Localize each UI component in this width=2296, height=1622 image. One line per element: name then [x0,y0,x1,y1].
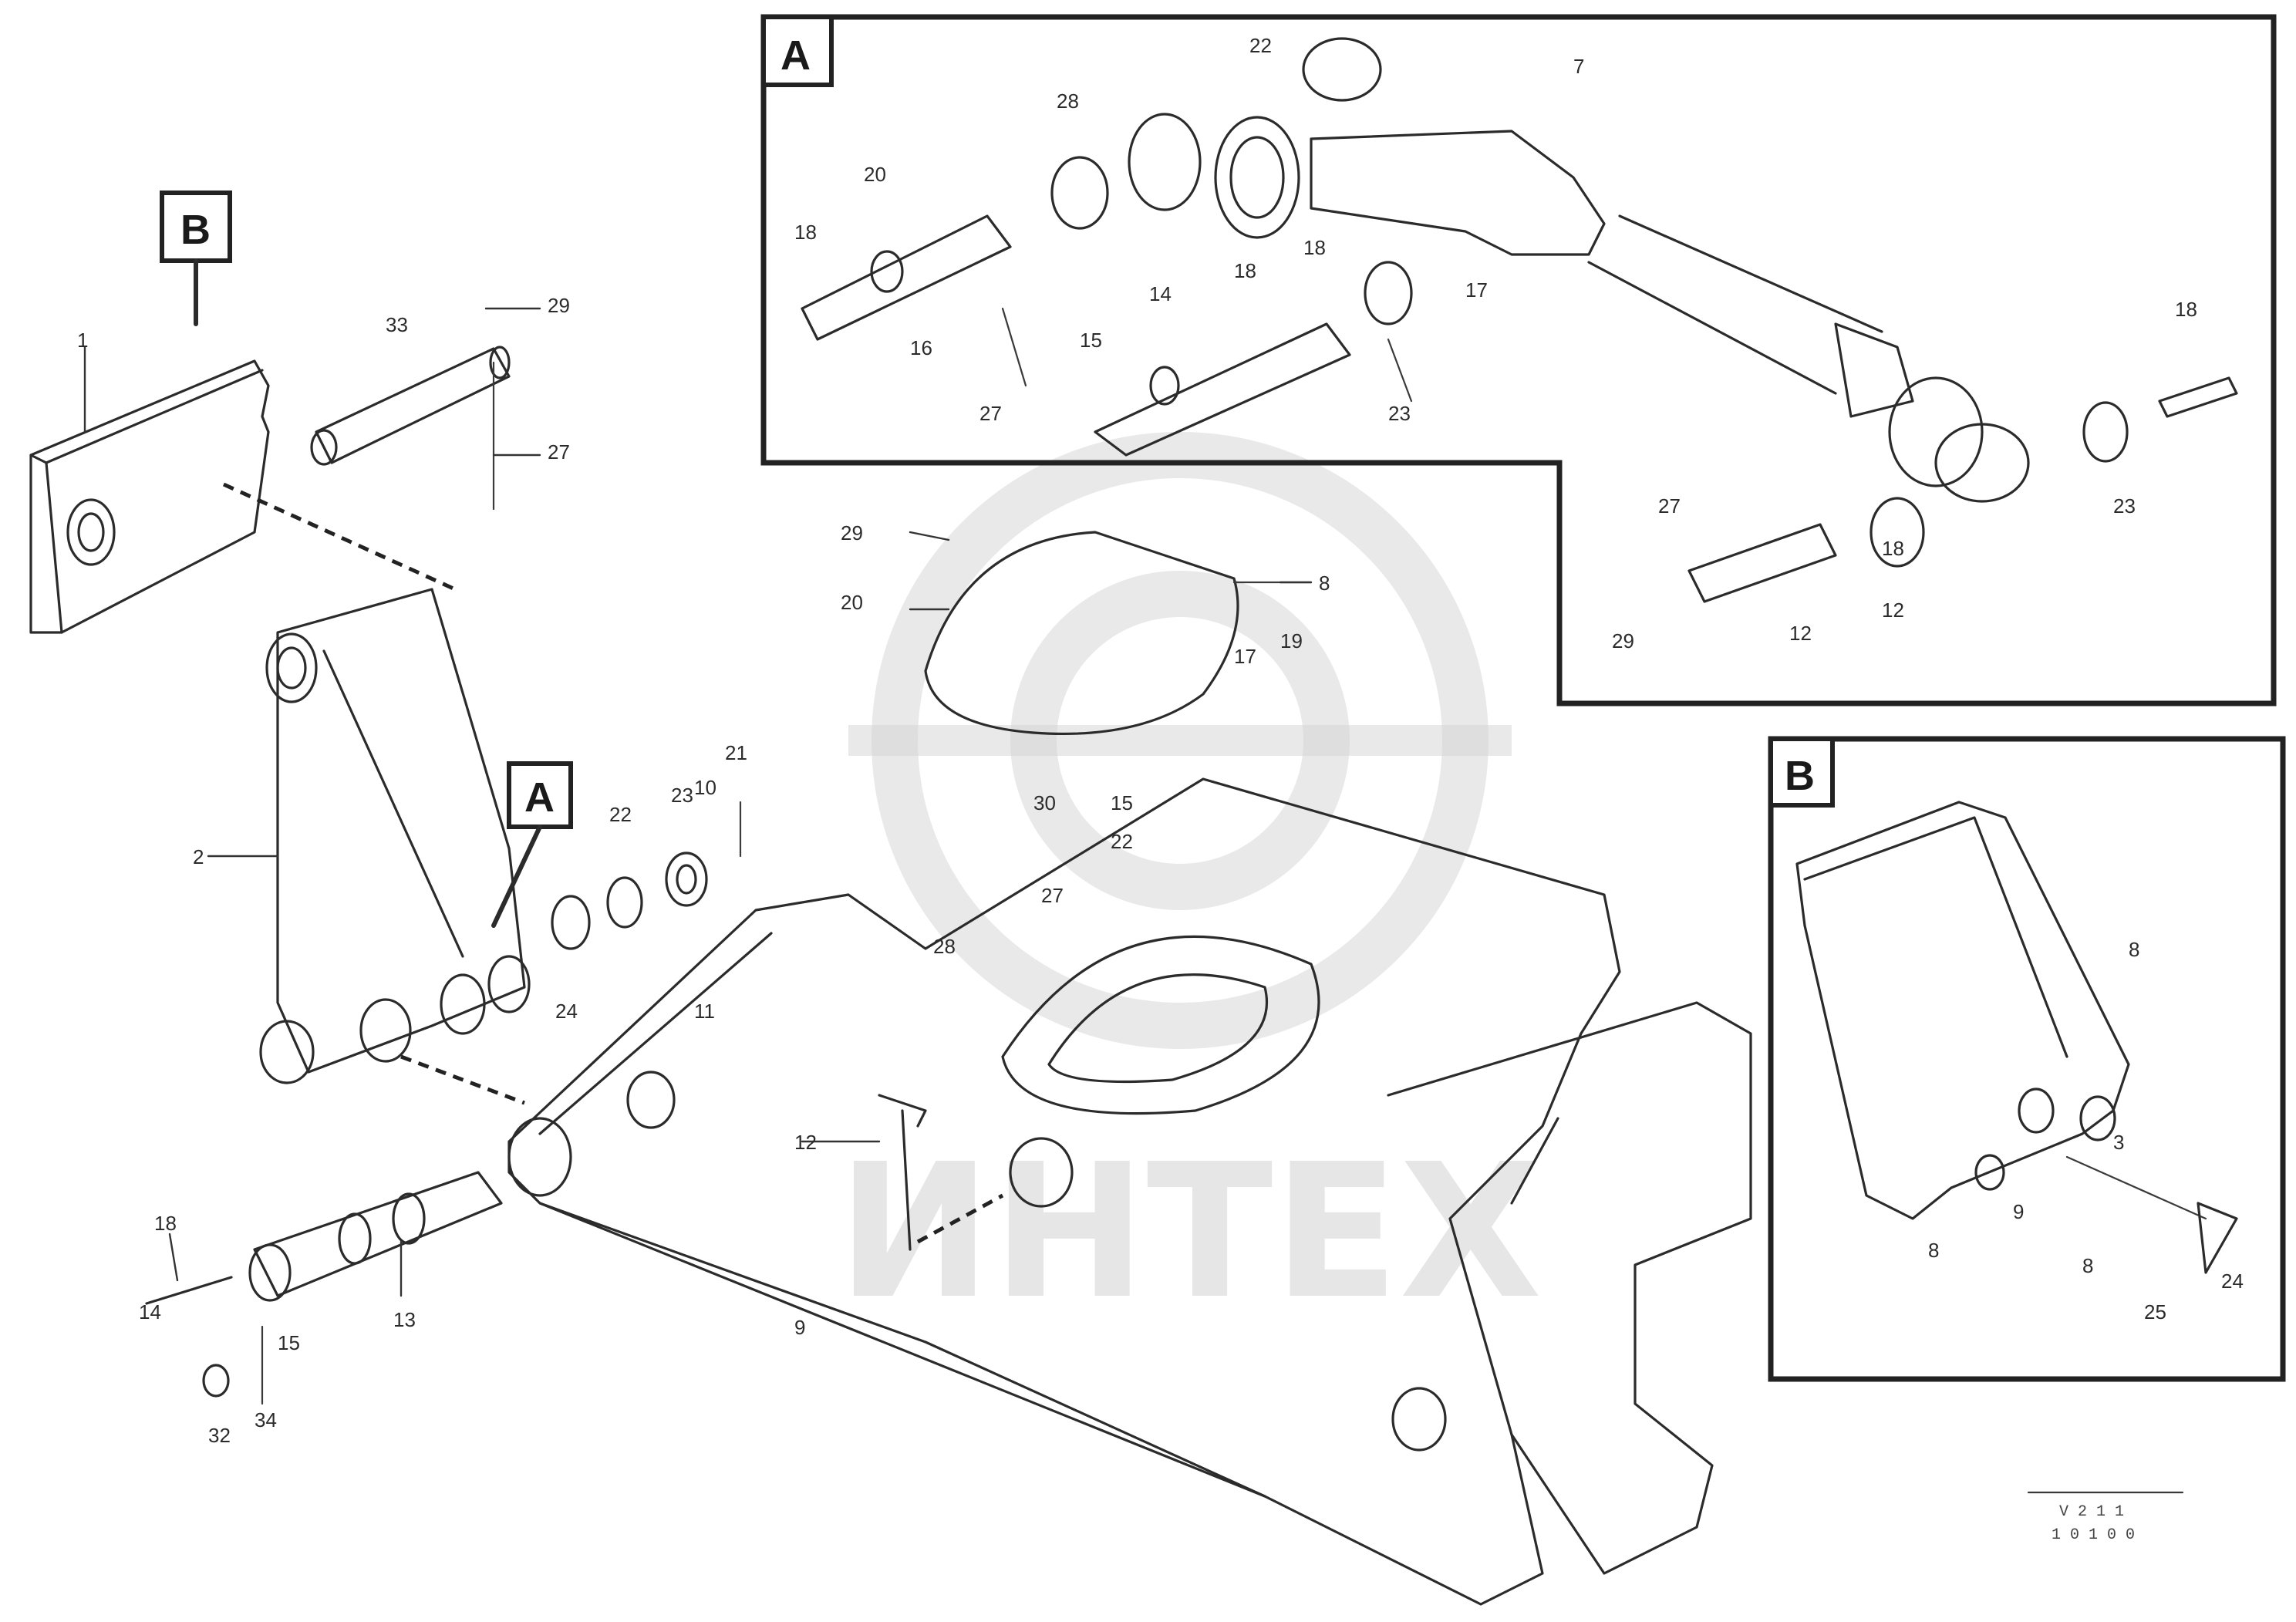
label-a-9: 15 [1080,329,1102,352]
watermark: ИНТЕХ [837,432,1542,1340]
label-a-12: 7 [1573,55,1584,78]
label-main-15: 22 [1111,830,1133,853]
label-a-13: 18 [2175,298,2197,321]
label-b-0: 8 [2129,938,2139,961]
label-b-3: 9 [2013,1200,2024,1223]
label-main-6: 20 [841,591,863,614]
label-b-4: 8 [2082,1254,2093,1277]
reference-code: V 2 1 1 1 0 1 0 0 [2027,1491,2184,1544]
label-a-19: 18 [1882,537,1904,560]
label-main-10: 22 [609,803,632,826]
label-a-7: 18 [1303,236,1326,259]
detail-box-a: A [760,14,2277,706]
label-main-1: 29 [548,294,570,317]
label-main-18: 28 [933,935,956,958]
label-a-14: 23 [2113,494,2136,518]
label-b-1: 3 [2113,1131,2124,1154]
alignment-line-2 [400,1054,525,1105]
detail-a-cylinder [1128,37,2238,568]
label-main-8: 19 [1280,629,1303,653]
detail-box-a-letter: A [781,32,811,79]
label-a-10: 17 [1465,278,1488,302]
washer-set [551,801,742,950]
label-main-28: 12 [794,1131,817,1154]
label-main-2: 27 [548,440,570,464]
label-a-6: 18 [1234,259,1256,282]
label-main-22: 14 [139,1300,161,1324]
label-a-18: 12 [1882,599,1904,622]
main-frame [507,777,1752,1606]
label-a-2: 20 [864,163,886,186]
label-a-15: 27 [1658,494,1681,518]
label-main-17: 15 [1111,791,1133,814]
pin-lower-left [145,1171,503,1405]
reference-line-2: 1 0 1 0 0 [2052,1526,2135,1544]
callout-a: A [491,761,573,928]
lift-link [259,588,531,1084]
label-main-20: 9 [794,1316,805,1339]
detail-b-bracket [1795,801,2238,1274]
alignment-line-1 [222,482,457,592]
bracket-part [29,359,270,634]
label-a-4: 16 [910,336,932,359]
label-a-1: 28 [1057,89,1079,113]
label-main-14: 30 [1033,791,1056,814]
label-main-9: 21 [725,741,747,764]
label-b-2: 8 [1928,1239,1939,1262]
pin-top-left [310,346,511,511]
label-main-5: 29 [841,521,863,545]
callout-a-letter: A [524,774,555,821]
label-a-17: 12 [1789,622,1812,645]
watermark-text: ИНТЕХ [837,1124,1542,1340]
detail-a-pins [801,156,1837,603]
callout-b-letter: B [180,207,211,253]
label-main-21: 18 [154,1212,177,1235]
label-main-12: 24 [555,1000,578,1023]
label-main-26: 10 [694,776,716,799]
label-main-16: 27 [1041,884,1064,907]
label-main-19: 13 [393,1308,416,1331]
bolt-12 [878,1094,1004,1251]
label-a-0: 22 [1249,34,1272,57]
label-main-0: 1 [77,329,88,352]
label-b-6: 24 [2221,1270,2244,1293]
label-main-27: 11 [694,1000,715,1023]
label-main-11: 23 [671,784,693,807]
label-b-5: 25 [2144,1300,2166,1324]
label-a-16: 29 [1612,629,1634,653]
label-a-11: 23 [1388,402,1411,425]
labels-box-b: 8 3 8 9 8 25 24 [1928,938,2244,1324]
label-a-5: 27 [979,402,1002,425]
label-a-8: 14 [1149,282,1172,305]
label-main-23: 15 [278,1331,300,1354]
detail-box-b-letter: B [1785,753,1815,799]
label-main-13: 8 [1319,572,1330,595]
labels-box-a: 22 28 20 18 16 27 18 18 14 15 17 23 7 18… [794,34,2197,653]
leader-lines [83,307,1313,1297]
label-main-7: 17 [1234,645,1256,668]
labels-main: 1 29 27 2 33 29 20 17 19 21 22 23 24 8 3… [77,294,1330,1447]
label-main-24: 34 [255,1408,277,1431]
label-main-25: 32 [208,1424,231,1447]
reference-line-1: V 2 1 1 [2059,1503,2124,1521]
label-main-4: 33 [386,313,408,336]
label-main-3: 2 [193,845,204,868]
detail-box-b: B [1768,736,2286,1382]
label-a-3: 18 [794,221,817,244]
callout-b: B [160,191,232,326]
